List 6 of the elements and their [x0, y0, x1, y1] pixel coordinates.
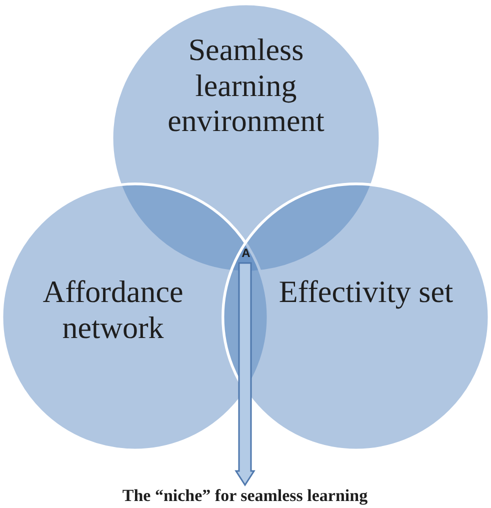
set-label: Seamless learning environment [166, 32, 326, 139]
set-label: Effectivity set [278, 274, 454, 310]
set-label: Affordance network [42, 274, 184, 346]
region-label: A [240, 245, 252, 262]
arrow [234, 262, 256, 486]
caption-text: The “niche” for seamless learning [121, 486, 369, 506]
